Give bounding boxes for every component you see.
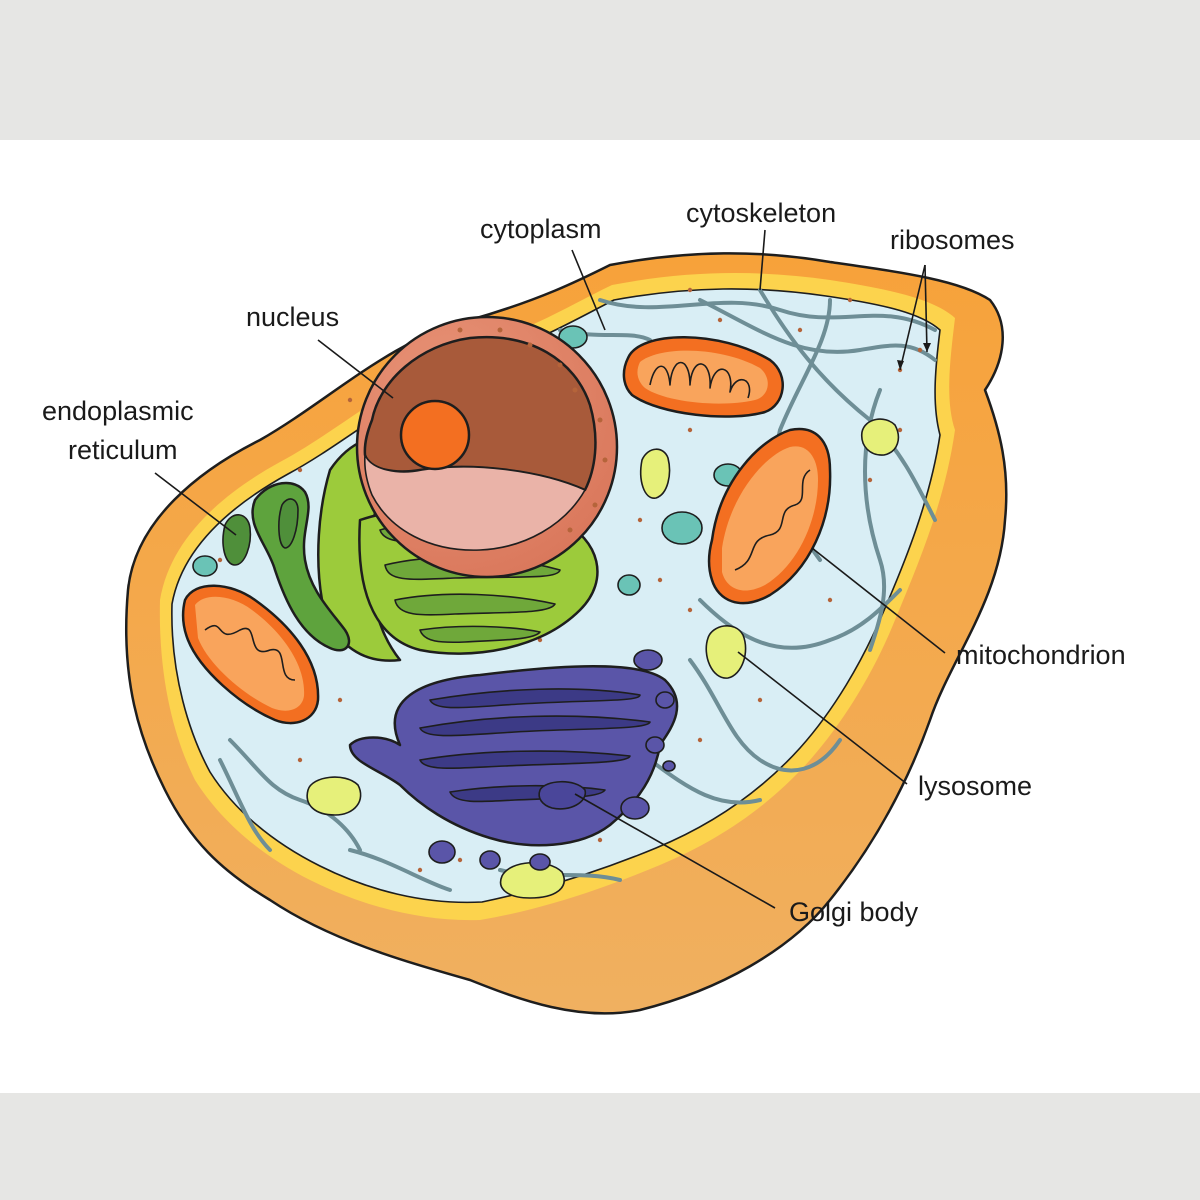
label-lysosome: lysosome	[918, 771, 1032, 801]
mitochondrion-top	[622, 336, 784, 418]
golgi-vesicles	[428, 649, 676, 871]
vesicles	[192, 325, 743, 596]
mitochondrion-right	[707, 427, 832, 605]
label-endoplasmic-line2: reticulum	[68, 435, 178, 465]
labels: cytoplasm cytoskeleton ribosomes nucleus…	[42, 198, 1126, 927]
label-endoplasmic-line1: endoplasmic	[42, 396, 194, 426]
leader-lines	[154, 229, 946, 909]
nuclear-pores	[457, 327, 608, 533]
label-golgi-body: Golgi body	[789, 897, 919, 927]
mitochondrion-left	[181, 584, 320, 725]
label-mitochondrion: mitochondrion	[956, 640, 1126, 670]
label-nucleus: nucleus	[246, 302, 339, 332]
label-ribosomes: ribosomes	[890, 225, 1015, 255]
golgi-body	[348, 649, 679, 871]
label-cytoskeleton: cytoskeleton	[686, 198, 836, 228]
label-cytoplasm: cytoplasm	[480, 214, 602, 244]
nucleus	[355, 315, 619, 579]
lysosomes	[306, 418, 900, 899]
